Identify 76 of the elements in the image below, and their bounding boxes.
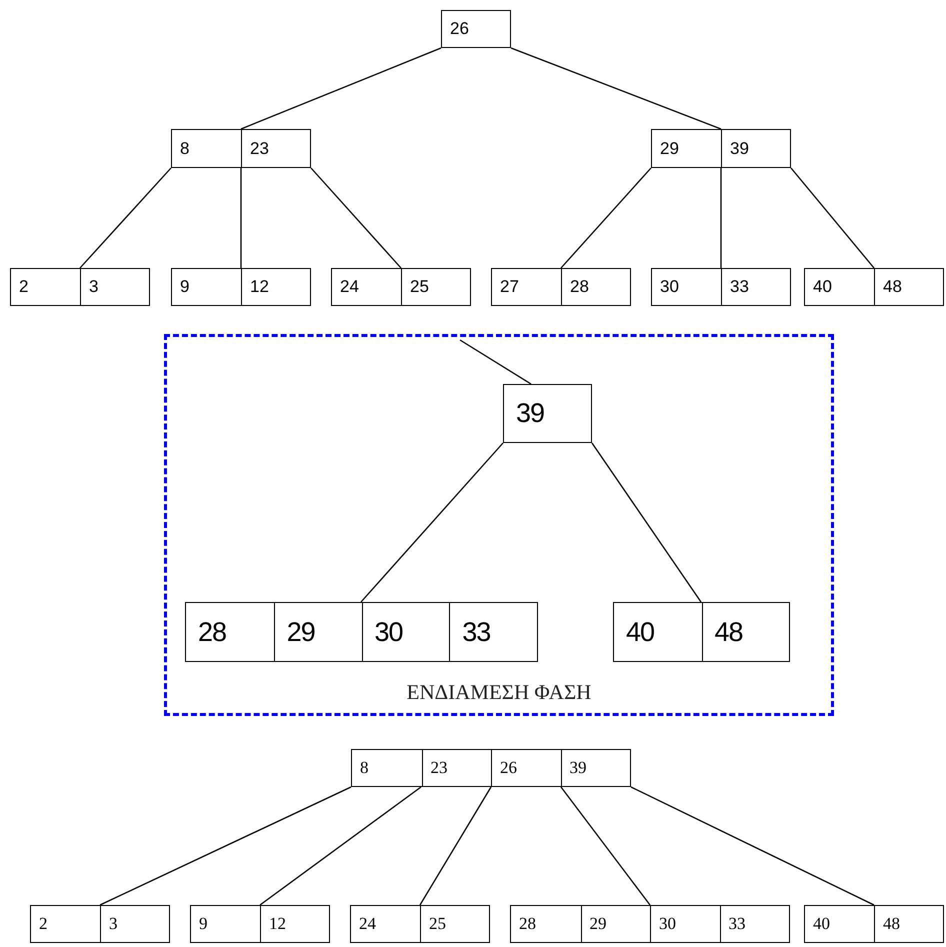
key-value: 3	[100, 906, 169, 942]
tree-link	[790, 168, 874, 268]
key-value: 8	[359, 757, 370, 779]
tree-link	[720, 168, 722, 268]
tree-link	[240, 168, 242, 268]
key-value: 27	[499, 276, 520, 298]
tree-node-box	[510, 905, 790, 943]
key-value: 39	[560, 750, 630, 786]
key-value: 33	[720, 906, 789, 942]
key-value: 30	[659, 276, 680, 298]
key-value: 25	[420, 906, 489, 942]
key-value: 2	[18, 276, 30, 298]
key-value: 29	[274, 603, 362, 661]
key-value: 29	[659, 138, 680, 160]
tree-link	[100, 786, 352, 906]
tree-link	[591, 442, 702, 602]
tree-link	[630, 786, 874, 906]
tree-link	[560, 168, 652, 268]
tree-link	[460, 339, 532, 385]
key-value: 24	[339, 276, 360, 298]
key-value: 12	[260, 906, 329, 942]
key-value: 33	[720, 269, 790, 305]
tree-node-box	[171, 268, 311, 306]
key-value: 23	[240, 130, 310, 167]
key-value: 29	[580, 906, 650, 942]
tree-node-box	[351, 749, 631, 787]
key-value: 26	[491, 750, 560, 786]
key-value: 39	[720, 130, 790, 167]
key-value: 48	[702, 603, 789, 661]
tree-link	[419, 786, 492, 906]
key-value: 12	[240, 269, 310, 305]
key-value: 24	[358, 913, 377, 935]
tree-node-box	[190, 905, 330, 943]
tree-link	[360, 442, 504, 602]
key-value: 26	[449, 18, 470, 40]
key-value: 8	[179, 138, 190, 160]
tree-node-box	[804, 268, 944, 306]
key-value: 30	[362, 603, 450, 661]
key-value: 28	[518, 913, 537, 935]
key-value: 2	[38, 913, 48, 935]
tree-link	[310, 168, 402, 268]
tree-node-box	[30, 905, 170, 943]
key-value: 28	[197, 616, 228, 648]
tree-node-box	[331, 268, 471, 306]
key-value: 9	[198, 913, 208, 935]
key-value: 30	[650, 906, 720, 942]
key-value: 25	[400, 269, 470, 305]
tree-node-box	[491, 268, 631, 306]
key-value: 40	[812, 276, 833, 298]
tree-link	[240, 47, 442, 130]
phase-label: ΕΝΔΙΑΜΕΣΗ ΦΑΣΗ	[406, 680, 592, 705]
key-value: 48	[874, 269, 943, 305]
tree-node-box	[804, 905, 944, 943]
key-value: 40	[625, 616, 656, 648]
tree-node-box	[651, 129, 791, 168]
key-value: 9	[179, 276, 190, 298]
tree-node-box	[10, 268, 150, 306]
tree-node-box	[441, 10, 511, 48]
tree-node-box	[171, 129, 311, 168]
dashed-group-frame	[164, 334, 834, 716]
key-value: 28	[560, 269, 630, 305]
tree-link	[80, 168, 172, 268]
tree-node-box	[503, 384, 592, 443]
tree-link	[260, 786, 422, 906]
tree-node-box	[185, 602, 538, 662]
key-value: 39	[515, 397, 546, 430]
tree-link	[560, 786, 651, 906]
key-value: 3	[80, 269, 149, 305]
tree-node-box	[613, 602, 790, 662]
key-value: 33	[449, 603, 537, 661]
key-value: 23	[422, 750, 491, 786]
key-value: 40	[812, 913, 831, 935]
tree-link	[510, 47, 722, 130]
tree-node-box	[350, 905, 490, 943]
key-value: 48	[874, 906, 943, 942]
tree-node-box	[651, 268, 791, 306]
